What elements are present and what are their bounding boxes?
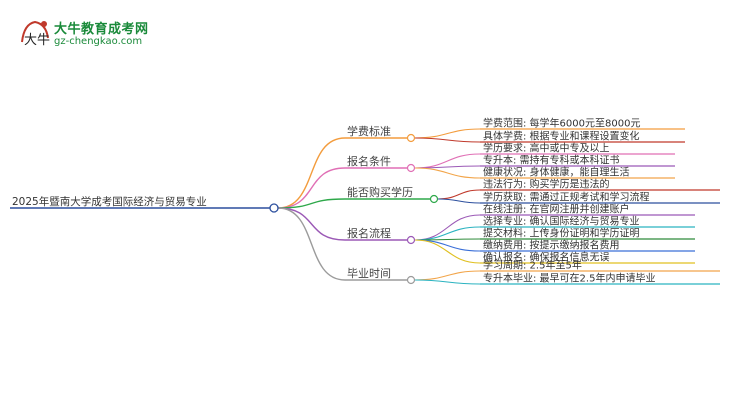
leaf-edge <box>414 167 481 179</box>
leaf-label: 提交材料: 上传身份证明和学历证明 <box>483 227 640 240</box>
branch-edge <box>277 207 346 241</box>
branch-connector <box>429 194 439 204</box>
leaf-edge <box>437 189 481 200</box>
leaf-label: 专升本毕业: 最早可在2.5年内申请毕业 <box>483 272 655 285</box>
leaf-edge <box>414 128 481 139</box>
site-url: gz-chengkao.com <box>54 36 143 47</box>
leaf-label: 学历获取: 需通过正规考试和学习流程 <box>483 191 650 204</box>
logo-mark-icon: 大牛 <box>21 20 50 48</box>
leaf-edge <box>414 279 481 285</box>
leaf-label: 具体学费: 根据专业和课程设置变化 <box>483 130 640 143</box>
leaf-edge <box>414 239 481 264</box>
branch-label: 报名流程 <box>347 226 391 240</box>
branch-connector <box>406 235 416 245</box>
root-connector <box>269 203 279 213</box>
leaf-label: 学费范围: 每学年6000元至8000元 <box>483 117 640 130</box>
leaf-edge <box>414 226 481 241</box>
leaf-label: 违法行为: 购买学历是违法的 <box>483 178 610 191</box>
branch-edge <box>277 137 346 209</box>
mind-map-nodes: 2025年暨南大学成考国际经济与贸易专业 学费标准 学费范围: 每学年6000元至8… <box>12 117 655 285</box>
mind-map-edges <box>10 128 720 285</box>
leaf-label: 专升本: 需持有专科或本科证书 <box>483 154 620 167</box>
svg-text:大牛: 大牛 <box>24 33 50 48</box>
brand-logo: 大牛 大牛教育成考网 gz-chengkao.com <box>18 16 168 56</box>
branch-connector <box>406 275 416 285</box>
branch-label: 毕业时间 <box>347 267 391 280</box>
leaf-label: 缴纳费用: 按提示缴纳报名费用 <box>483 239 620 252</box>
leaf-label: 选择专业: 确认国际经济与贸易专业 <box>483 215 640 228</box>
leaf-edge <box>414 239 481 252</box>
leaf-label: 学历要求: 高中或中专及以上 <box>483 142 610 155</box>
leaf-label: 确认报名: 确保报名信息无误 <box>483 251 610 264</box>
branch-label: 报名条件 <box>347 154 391 168</box>
leaf-label: 在线注册: 在官网注册并创建账户 <box>483 203 630 216</box>
leaf-edge <box>414 137 481 143</box>
site-title: 大牛教育成考网 <box>54 22 149 37</box>
branch-label: 学费标准 <box>347 124 391 138</box>
leaf-label: 健康状况: 身体健康，能自理生活 <box>483 166 630 179</box>
branch-edge <box>277 198 346 209</box>
leaf-label: 学习周期: 2.5年至5年 <box>483 259 582 272</box>
root-topic: 2025年暨南大学成考国际经济与贸易专业 <box>12 195 207 208</box>
leaf-edge <box>414 270 481 281</box>
branch-connector <box>406 133 416 143</box>
branch-edge <box>277 207 346 281</box>
branch-connector <box>406 163 416 173</box>
branch-edge <box>277 167 346 209</box>
branch-label: 能否购买学历 <box>347 185 413 199</box>
leaf-edge <box>437 198 481 204</box>
